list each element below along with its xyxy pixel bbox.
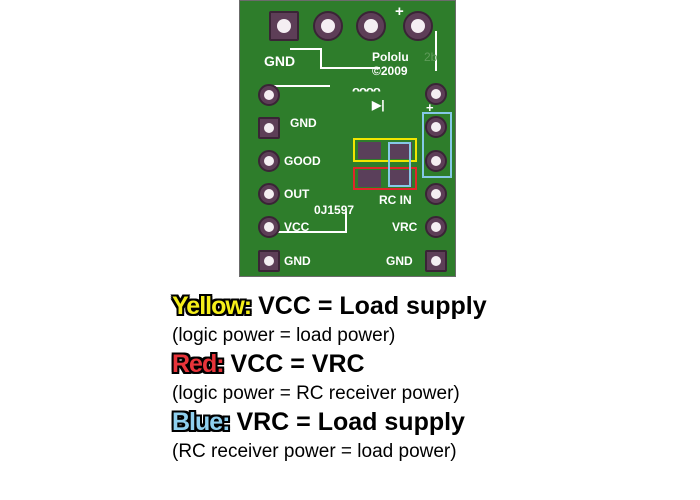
pin-pad xyxy=(269,11,299,41)
pin-pad xyxy=(425,216,447,238)
jumper-pad xyxy=(389,142,412,159)
silk-trace xyxy=(320,67,380,69)
plus-mark-top: + xyxy=(395,3,404,20)
legend-blue-title: Blue: VRC = Load supply xyxy=(172,408,465,437)
legend-yellow-title: Yellow: VCC = Load supply xyxy=(172,292,487,321)
legend-blue-desc: (RC receiver power = load power) xyxy=(172,441,457,462)
label-out: OUT xyxy=(284,187,310,201)
pin-pad xyxy=(425,150,447,172)
diode-symbol: ▶| xyxy=(372,98,385,112)
pin-pad xyxy=(425,183,447,205)
yellow-jumper-highlight xyxy=(353,138,417,162)
legend-red-title: Red: VCC = VRC xyxy=(172,350,365,379)
label-gnd-top: GND xyxy=(264,53,296,69)
red-tag: Red: xyxy=(172,350,225,378)
pin-pad xyxy=(258,183,280,205)
label-gnd: GND xyxy=(290,116,317,130)
pin-pad xyxy=(403,11,433,41)
red-jumper-highlight xyxy=(353,167,417,190)
label-part-number: 0J1597 xyxy=(314,203,355,217)
legend-yellow-desc: (logic power = load power) xyxy=(172,325,396,346)
silk-trace xyxy=(435,31,437,71)
silk-trace xyxy=(345,211,347,233)
pin-pad xyxy=(313,11,343,41)
pin-pad xyxy=(425,116,447,138)
pin-pad xyxy=(425,83,447,105)
label-vcc: VCC xyxy=(284,220,310,234)
blue-rule: VRC = Load supply xyxy=(236,408,465,436)
label-revision: 2b xyxy=(424,50,438,64)
label-good: GOOD xyxy=(284,154,321,168)
jumper-pad xyxy=(358,170,381,187)
silk-trace xyxy=(270,231,346,233)
pin-pad xyxy=(258,84,280,106)
pin-pad xyxy=(356,11,386,41)
label-brand: Pololu xyxy=(372,50,409,64)
pcb-board-photo: ᴖᴖᴖᴖ ▶| GND Pololu ©2009 2b + + GND GOOD… xyxy=(239,0,456,277)
yellow-rule: VCC = Load supply xyxy=(258,292,487,320)
pin-pad xyxy=(258,117,280,139)
blue-pins-highlight xyxy=(422,112,452,178)
jumper-pad xyxy=(389,170,412,187)
legend-red-desc: (logic power = RC receiver power) xyxy=(172,383,460,404)
silk-trace xyxy=(320,48,322,68)
blue-jumper-highlight xyxy=(388,142,411,187)
plus-mark-right: + xyxy=(426,100,434,115)
yellow-tag: Yellow: xyxy=(172,292,252,320)
silk-trace xyxy=(270,85,330,87)
label-gnd-bottom-left: GND xyxy=(284,254,311,268)
pin-pad xyxy=(425,250,447,272)
red-rule: VCC = VRC xyxy=(230,350,365,378)
blue-tag: Blue: xyxy=(172,408,230,436)
silk-trace xyxy=(290,48,322,50)
pin-pad xyxy=(258,216,280,238)
pin-pad xyxy=(258,250,280,272)
pin-pad xyxy=(258,150,280,172)
label-vrc: VRC xyxy=(392,220,418,234)
label-gnd-bottom-right: GND xyxy=(386,254,413,268)
inductor-symbol: ᴖᴖᴖᴖ xyxy=(352,83,381,98)
label-rc-in: RC IN xyxy=(379,193,412,207)
jumper-pad xyxy=(358,142,381,159)
label-copyright: ©2009 xyxy=(372,64,408,78)
